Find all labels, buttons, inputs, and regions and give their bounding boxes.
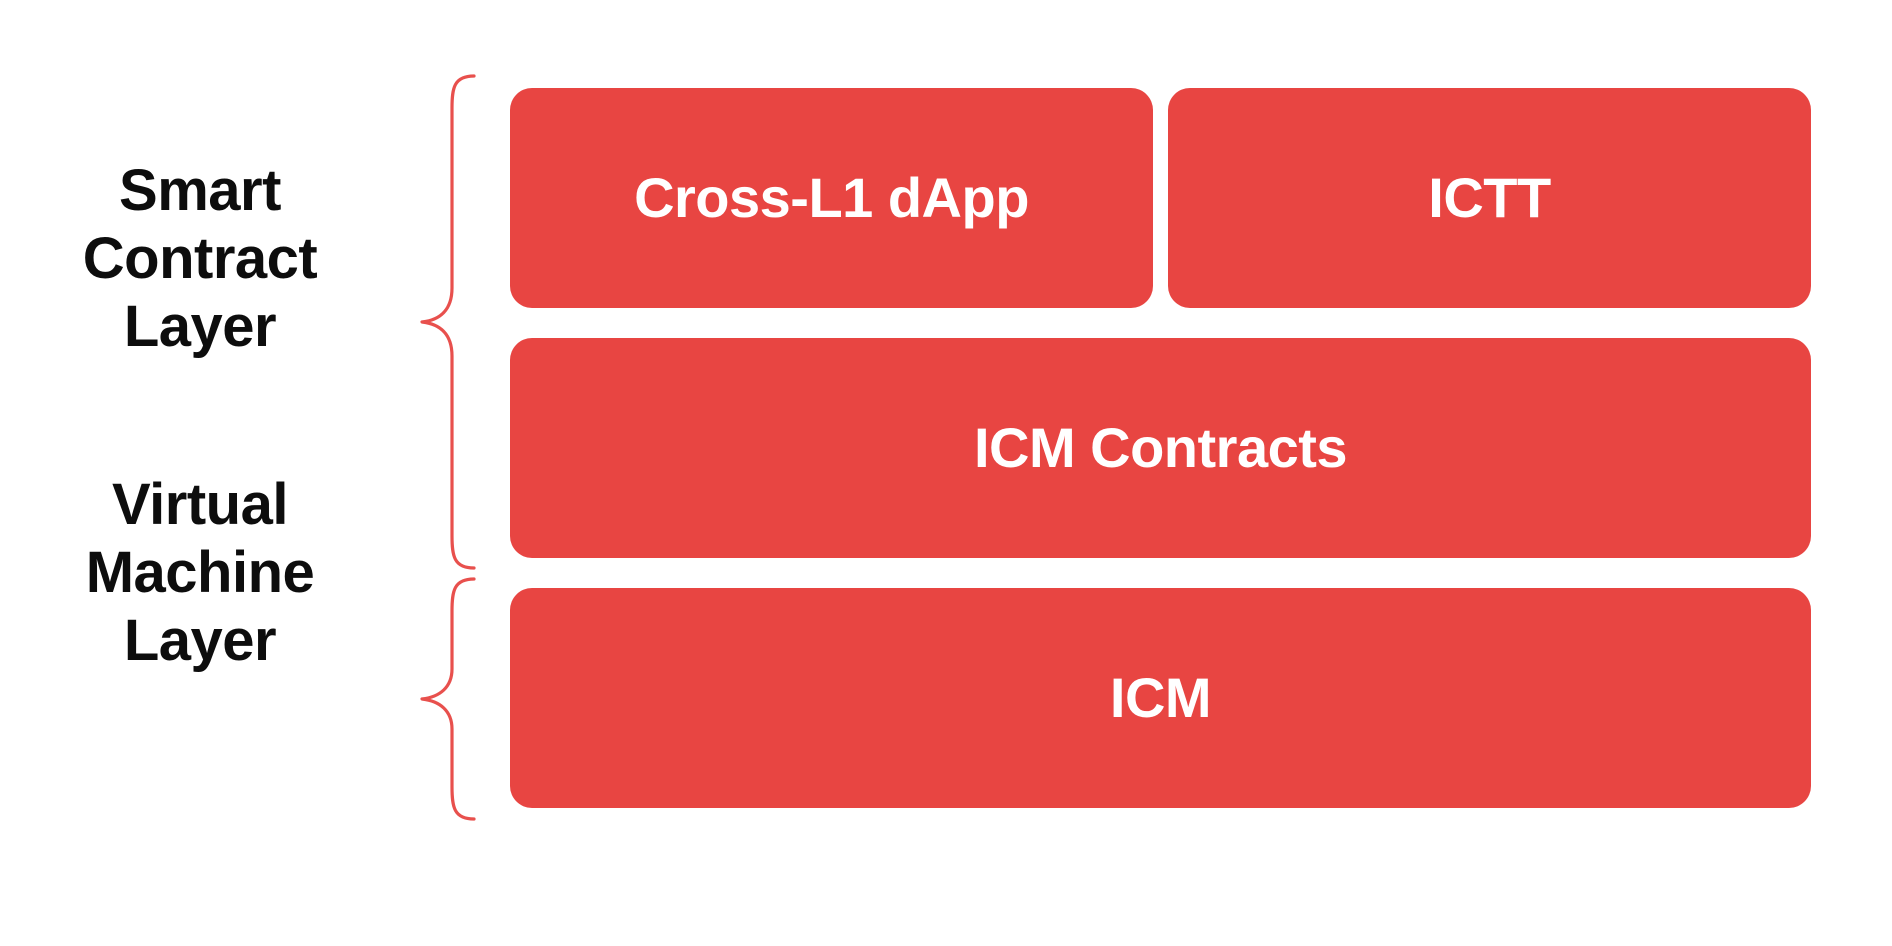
brace-smart-contract-layer [420,74,476,570]
box-label-cross-l1-dapp: Cross-L1 dApp [634,166,1029,229]
box-label-icm: ICM [1109,666,1212,729]
brace-virtual-machine-layer [420,577,476,821]
layer-label-virtual-machine: Virtual Machine Layer [85,472,315,673]
box-icm[interactable]: ICM [510,588,1811,808]
layer-label-smart-contract: Smart Contract Layer [82,158,318,359]
box-cross-l1-dapp[interactable]: Cross-L1 dApp [510,88,1153,308]
box-ictt[interactable]: ICTT [1168,88,1811,308]
box-label-icm-contracts: ICM Contracts [973,416,1348,479]
box-label-ictt: ICTT [1428,166,1551,229]
box-icm-contracts[interactable]: ICM Contracts [510,338,1811,558]
